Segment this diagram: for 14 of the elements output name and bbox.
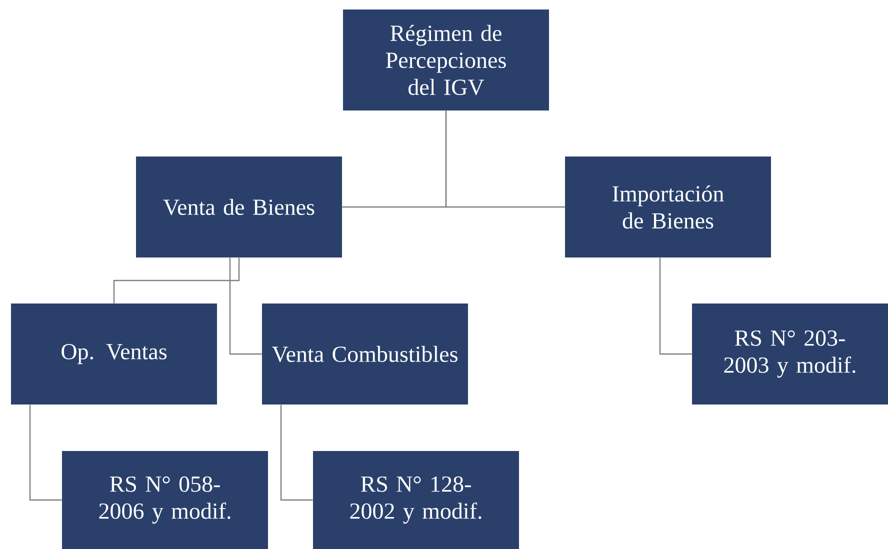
org-box: Op. Ventas bbox=[11, 304, 217, 404]
org-box: Venta Combustibles bbox=[262, 304, 468, 404]
connector-line bbox=[229, 258, 262, 355]
org-box: Venta de Bienes bbox=[136, 156, 342, 258]
org-box: RS N° 128-2002 y modif. bbox=[313, 451, 519, 549]
connector-line bbox=[659, 258, 692, 355]
org-box: Régimen de Percepciones del IGV bbox=[343, 10, 549, 110]
connector-line bbox=[113, 258, 240, 304]
org-box: Importación de Bienes bbox=[565, 156, 771, 258]
connector-line bbox=[29, 404, 62, 501]
connector-line bbox=[445, 110, 565, 208]
org-box: RS N° 058-2006 y modif. bbox=[62, 451, 268, 549]
org-box: RS N° 203-2003 y modif. bbox=[692, 304, 888, 404]
connector-line bbox=[280, 404, 313, 501]
